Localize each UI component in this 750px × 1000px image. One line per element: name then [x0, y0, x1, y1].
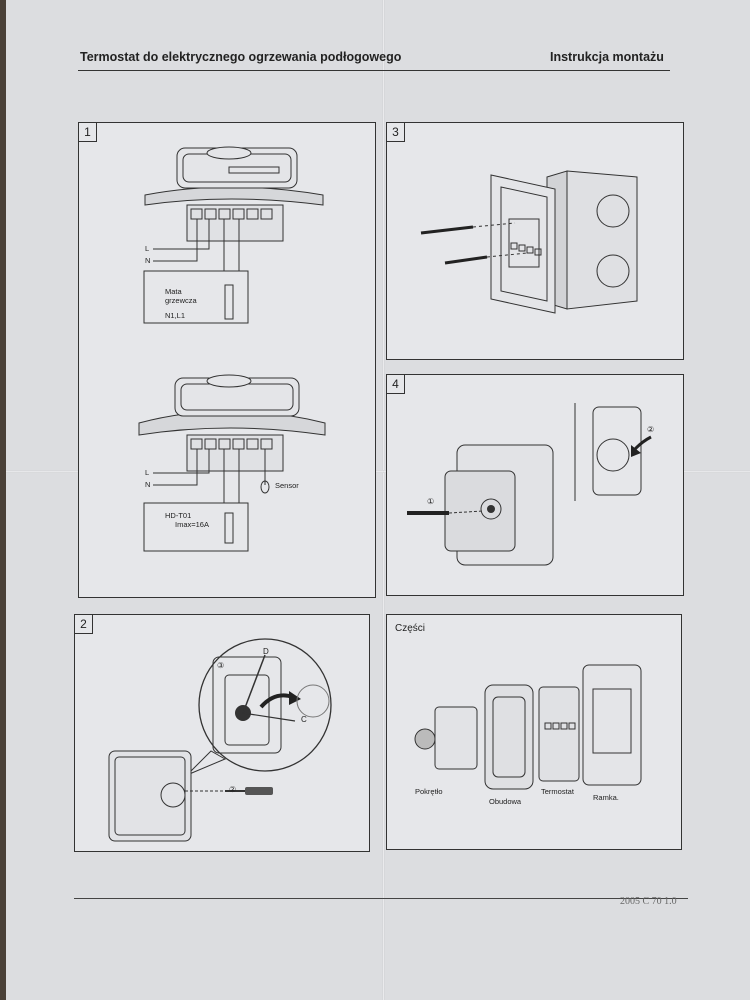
wire-n-label: N	[145, 256, 151, 265]
wire-n-label: N	[145, 480, 151, 489]
wire-l-label: L	[145, 468, 150, 477]
panel-number: 4	[387, 375, 405, 394]
step-2: ②	[229, 785, 237, 794]
imax-label: Imax=16A	[175, 520, 209, 529]
vertical-fold	[382, 0, 385, 1000]
panel-number: 3	[387, 123, 405, 142]
heating-mat-label-1: Mata	[165, 287, 182, 296]
part-label-housing: Obudowa	[489, 797, 522, 806]
header-rule	[78, 70, 670, 71]
cover-fixing-diagram	[407, 403, 652, 566]
sensor-label: Sensor	[275, 481, 299, 490]
panel-2-knob-removal: 2 D C ③ ②	[74, 614, 370, 852]
part-label-knob: Pokrętło	[415, 787, 443, 796]
document-code: 2005 C 70 1.0	[620, 896, 677, 907]
heating-mat-label-3: N1,L1	[165, 311, 186, 320]
label-d: D	[263, 647, 269, 656]
parts-exploded-diagram	[414, 664, 642, 790]
panel-parts: Części Pokrętło Obudowa Termostat Ramka.	[386, 614, 682, 850]
step-2: ②	[647, 425, 655, 434]
heating-mat-label-2: grzewcza	[165, 296, 197, 305]
panel-4-cover-fixing: 4 ① ②	[386, 374, 684, 596]
step-1: ①	[427, 497, 435, 506]
part-label-thermostat: Termostat	[541, 787, 574, 796]
parts-title: Części	[395, 623, 426, 634]
document-subtitle: Instrukcja montażu	[550, 50, 664, 64]
box-mounting-diagram	[420, 170, 638, 314]
part-label-frame: Ramka.	[593, 793, 619, 802]
knob-removal-diagram	[108, 638, 332, 842]
panel-1-wiring: 1	[78, 122, 376, 598]
model-label: HD-T01	[165, 511, 192, 520]
panel-3-box-mounting: 3	[386, 122, 684, 360]
wire-l-label: L	[145, 244, 150, 253]
horizontal-fold	[6, 470, 750, 473]
label-c: C	[301, 715, 307, 724]
step-3: ③	[217, 661, 225, 670]
instruction-sheet: Termostat do elektrycznego ogrzewania po…	[6, 0, 750, 1000]
document-title: Termostat do elektrycznego ogrzewania po…	[80, 50, 402, 64]
panel-number: 1	[79, 123, 97, 142]
footer-rule	[74, 898, 688, 899]
panel-number: 2	[75, 615, 93, 634]
wiring-diagram	[138, 146, 326, 552]
